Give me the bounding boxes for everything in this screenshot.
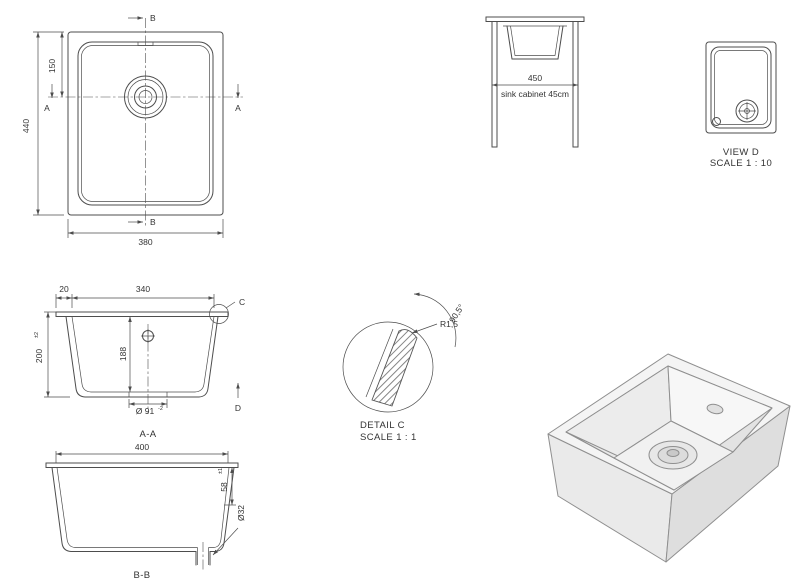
- svg-text:58: 58: [219, 482, 229, 492]
- dim-340: 340: [72, 284, 215, 308]
- section-a-label-right: A: [235, 103, 241, 113]
- aa-bowl-outer: [65, 316, 219, 398]
- detail-c-title: DETAIL C: [360, 420, 405, 431]
- section-bb-label: B-B: [133, 570, 150, 581]
- svg-text:188: 188: [118, 347, 128, 361]
- svg-text:440: 440: [21, 119, 31, 133]
- svg-text:Ø 91: Ø 91: [136, 406, 155, 416]
- viewd-title: VIEW D: [723, 147, 759, 158]
- svg-text:-2: -2: [158, 406, 163, 412]
- dim-drain-91: Ø 91 -2: [128, 399, 168, 416]
- dim-400: 400: [55, 442, 229, 463]
- cabinet-leg-left: [491, 21, 498, 148]
- bb-bowl-inner-left: [56, 467, 198, 548]
- section-b-label-top: B: [150, 13, 156, 23]
- svg-text:Ø32: Ø32: [236, 505, 246, 521]
- svg-text:R1,5: R1,5: [440, 319, 458, 329]
- dim-200: 200 ±2: [34, 311, 70, 398]
- section-bb: 400 58 ±1 Ø32 B-B: [45, 442, 246, 581]
- bb-bowl-outer-right: [209, 467, 235, 552]
- bb-drain-outlet: [195, 547, 211, 566]
- section-a-label-left: A: [44, 103, 50, 113]
- dim-150: 150: [47, 32, 64, 97]
- iso-drain: [648, 440, 698, 470]
- dim-450: 450 sink cabinet 45cm: [492, 73, 578, 99]
- section-b-label-bottom: B: [150, 217, 156, 227]
- svg-text:±1: ±1: [218, 468, 224, 474]
- front-view: 450 sink cabinet 45cm: [485, 16, 585, 148]
- bb-bowl-inner-right: [208, 467, 230, 548]
- detail-c: R1,5 90,5° DETAIL C SCALE 1 : 1: [342, 292, 466, 443]
- svg-text:D: D: [235, 403, 241, 413]
- dim-188: 188: [118, 316, 132, 392]
- viewd-scale: SCALE 1 : 10: [710, 158, 772, 169]
- svg-text:450: 450: [528, 73, 542, 83]
- cabinet-leg-right: [572, 21, 579, 148]
- viewd-outer-outline: [705, 41, 777, 134]
- aa-bowl-inner: [71, 316, 215, 393]
- svg-text:400: 400: [135, 442, 149, 452]
- viewd-drain: [735, 99, 759, 123]
- dim-radius: R1,5: [411, 319, 458, 334]
- dim-20: 20: [55, 284, 73, 308]
- view-d: VIEW D SCALE 1 : 10: [705, 41, 777, 169]
- cabinet-caption: sink cabinet 45cm: [501, 89, 569, 99]
- undermount-sink-body: [503, 25, 567, 60]
- dim-58: 58 ±1: [218, 467, 236, 506]
- detail-c-scale: SCALE 1 : 1: [360, 432, 417, 443]
- svg-text:90,5°: 90,5°: [447, 302, 466, 324]
- svg-text:200: 200: [34, 349, 44, 363]
- svg-text:20: 20: [59, 284, 69, 294]
- dim-380: 380: [67, 219, 224, 247]
- viewd-overflow-hole: [712, 117, 721, 126]
- bb-bowl-outer-left: [51, 467, 197, 552]
- section-aa: 20 340 200 ±2 188 Ø 91 -2: [34, 284, 245, 440]
- dim-drain-32: Ø32: [212, 505, 246, 556]
- svg-text:340: 340: [136, 284, 150, 294]
- iso-overflow-hole: [706, 403, 724, 415]
- detail-c-marker: C: [209, 297, 245, 324]
- view-d-marker: D: [235, 383, 241, 413]
- iso-view: [547, 353, 791, 563]
- svg-text:150: 150: [47, 59, 57, 73]
- detail-boundary: [342, 321, 434, 413]
- svg-text:380: 380: [138, 237, 152, 247]
- svg-text:C: C: [239, 297, 245, 307]
- svg-text:±2: ±2: [34, 332, 40, 338]
- detail-hatched-section: [371, 329, 418, 407]
- section-aa-label: A-A: [139, 429, 156, 440]
- dim-440: 440: [21, 31, 64, 216]
- plan-view: B B A A 440 150 380: [21, 13, 243, 247]
